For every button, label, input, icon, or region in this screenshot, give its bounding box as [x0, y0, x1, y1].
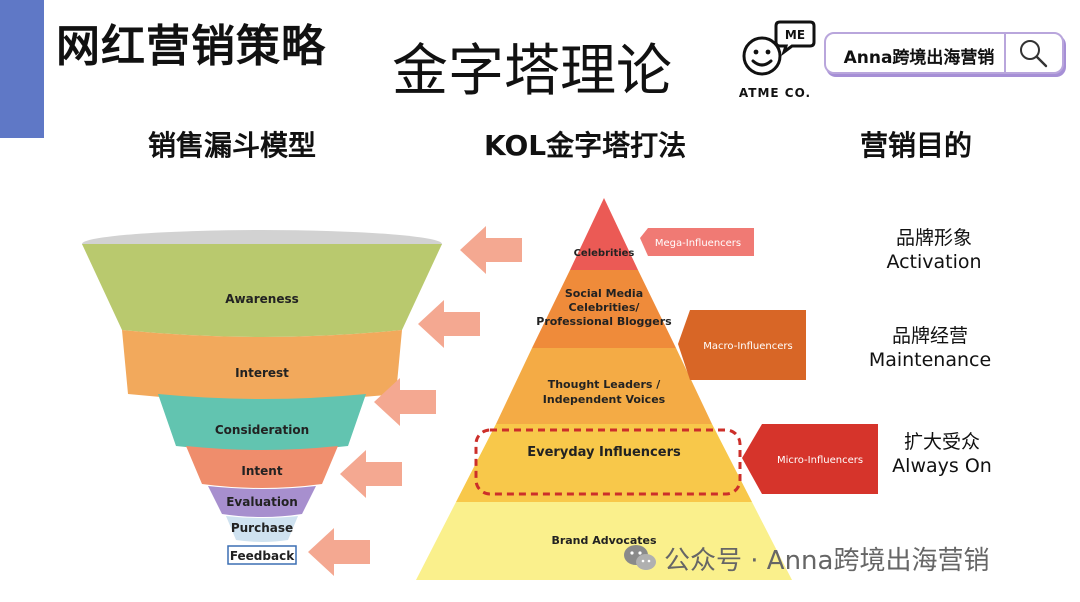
pyramid-label-everyday: Everyday Influencers: [527, 445, 681, 460]
goal-activation: 品牌形象 Activation: [876, 226, 992, 274]
pyramid-label-thought-line2: Independent Voices: [543, 393, 666, 406]
funnel-label-feedback: Feedback: [230, 549, 295, 563]
arrow-brand-advocates: [308, 528, 370, 576]
pyramid-tier-everyday: [456, 424, 752, 502]
brand-tag-label: Anna跨境出海营销: [843, 48, 995, 68]
brand-search-box[interactable]: Anna跨境出海营销: [824, 32, 1064, 74]
funnel-label-awareness: Awareness: [225, 292, 299, 306]
arrow-celebrities: [460, 226, 522, 274]
pyramid-tier-celebrities: [570, 198, 638, 270]
connector-arrows: [308, 226, 522, 576]
sales-funnel: Awareness Interest Consideration Intent …: [82, 230, 442, 565]
pyramid-label-thought-line1: Thought Leaders /: [548, 378, 662, 391]
goal-activation-en: Activation: [886, 251, 982, 273]
wechat-icon: [624, 545, 656, 570]
funnel-stage-interest: [122, 330, 402, 401]
goal-maintenance-en: Maintenance: [868, 349, 992, 371]
funnel-stage-purchase: [226, 516, 298, 542]
arrow-thought-leaders: [374, 378, 436, 426]
goal-activation-zh: 品牌形象: [895, 227, 972, 249]
pyramid-label-social-line3: Professional Bloggers: [536, 315, 672, 328]
arrow-everyday: [340, 450, 402, 498]
funnel-label-intent: Intent: [241, 464, 282, 478]
funnel-stage-feedback: [227, 545, 297, 565]
funnel-label-interest: Interest: [235, 366, 289, 380]
smiley-chat-icon: ME: [742, 20, 816, 76]
funnel-label-purchase: Purchase: [231, 521, 293, 535]
tag-label-micro: Micro-Influencers: [777, 455, 863, 466]
goal-always-on-zh: 扩大受众: [903, 431, 980, 453]
funnel-label-evaluation: Evaluation: [226, 495, 298, 509]
goal-always-on-en: Always On: [892, 455, 992, 477]
arrow-social-media: [418, 300, 480, 348]
page-subtitle: 金字塔理论: [392, 39, 672, 104]
logo-text: ATME CO.: [738, 86, 812, 100]
goal-maintenance-zh: 品牌经营: [891, 325, 968, 347]
kol-pyramid: Celebrities Social Media Celebrities/ Pr…: [416, 198, 792, 580]
pyramid-tier-brand-advocates: [416, 502, 792, 580]
search-icon[interactable]: [1004, 32, 1062, 74]
tag-label-macro: Macro-Influencers: [703, 341, 792, 352]
page-title: 网红营销策略: [56, 21, 326, 72]
tag-label-mega: Mega-Influencers: [655, 238, 741, 249]
influencer-tags: Mega-Influencers Macro-Influencers Micro…: [640, 228, 878, 494]
funnel-label-consideration: Consideration: [215, 423, 309, 437]
goal-column-title: 营销目的: [860, 129, 973, 162]
atme-logo: ME: [732, 18, 818, 102]
tag-macro-influencers: [678, 310, 806, 380]
tag-mega-influencers: [640, 228, 754, 256]
pyramid-label-social-line2: Celebrities/: [569, 301, 641, 314]
funnel-stage-evaluation: [208, 486, 316, 517]
logo-bubble-text: ME: [785, 28, 805, 42]
everyday-highlight-box: [474, 428, 742, 496]
pyramid-tier-social-media: [532, 270, 676, 348]
goal-always-on: 扩大受众 Always On: [884, 430, 1000, 478]
funnel-stage-intent: [186, 446, 338, 488]
pyramid-label-celebrities: Celebrities: [574, 248, 635, 259]
pyramid-tier-thought-leaders: [496, 348, 712, 424]
funnel-stage-awareness: [82, 244, 442, 337]
accent-bar: [0, 0, 44, 138]
pyramid-label-social-line1: Social Media: [565, 287, 643, 300]
pyramid-label-brand-advocates: Brand Advocates: [551, 534, 657, 547]
funnel-column-title: 销售漏斗模型: [148, 129, 317, 162]
tag-micro-influencers: [742, 424, 878, 494]
pyramid-column-title: KOL金字塔打法: [484, 129, 687, 162]
goal-maintenance: 品牌经营 Maintenance: [866, 324, 994, 372]
watermark-text: 公众号 · Anna跨境出海营销: [664, 546, 990, 576]
funnel-stage-consideration: [158, 394, 366, 451]
